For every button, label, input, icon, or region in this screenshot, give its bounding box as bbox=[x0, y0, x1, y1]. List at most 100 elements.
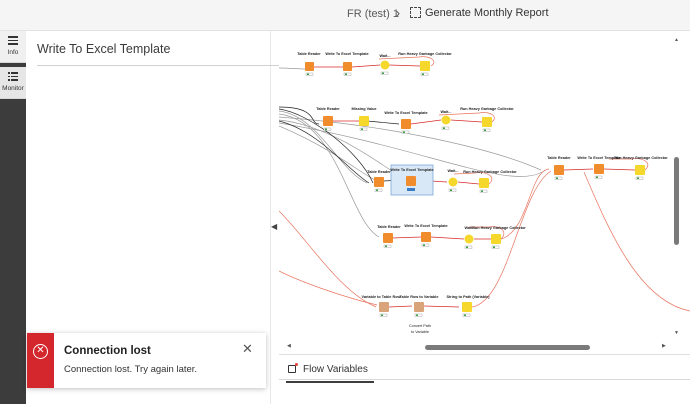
node-table-reader[interactable] bbox=[374, 177, 384, 192]
vertical-scrollbar[interactable] bbox=[674, 157, 679, 245]
node-label: Run Heavy Garbage Collector bbox=[463, 170, 517, 174]
info-icon bbox=[8, 36, 18, 45]
node-table-reader[interactable] bbox=[383, 233, 393, 248]
node-label: Wait... bbox=[464, 226, 476, 230]
node-label: Table Reader bbox=[547, 156, 571, 160]
rail-tab-monitor-label: Monitor bbox=[2, 85, 24, 92]
monitor-icon bbox=[8, 72, 18, 81]
node-run-heavy-garbage-collector[interactable] bbox=[491, 234, 501, 249]
connection bbox=[438, 112, 495, 123]
node-label: Convert Path bbox=[408, 324, 432, 328]
connection bbox=[583, 171, 690, 312]
connection bbox=[457, 181, 480, 185]
left-rail: Info Monitor bbox=[0, 31, 26, 404]
node-label: Write To Excel Template bbox=[384, 111, 428, 115]
flow-variable-icon bbox=[288, 363, 298, 373]
connection bbox=[430, 236, 465, 240]
toast-message: Connection lost. Try again later. bbox=[64, 364, 198, 375]
node-write-to-excel-template[interactable] bbox=[594, 164, 604, 179]
node-wait[interactable] bbox=[464, 234, 474, 249]
connection bbox=[500, 168, 550, 240]
connection bbox=[410, 119, 442, 125]
scroll-left-icon[interactable]: ◀ bbox=[287, 343, 291, 349]
workflow-canvas[interactable]: Table Reader Write To Excel Template Wai… bbox=[279, 31, 690, 354]
connection bbox=[378, 56, 435, 67]
connection bbox=[279, 106, 320, 125]
node-label: Wait... bbox=[379, 54, 391, 58]
connection bbox=[279, 110, 368, 184]
workflow-header: FR (test) 1 › Generate Monthly Report bbox=[0, 0, 690, 31]
node-wait[interactable] bbox=[380, 60, 390, 75]
node-label: Run Heavy Garbage Collector bbox=[614, 156, 668, 160]
node-label: Write To Excel Template bbox=[577, 156, 621, 160]
node-label: Wait... bbox=[440, 110, 452, 114]
bottom-panel: Flow Variables bbox=[279, 354, 690, 404]
rail-tab-info-label: Info bbox=[7, 49, 19, 56]
node-run-heavy-garbage-collector[interactable] bbox=[482, 117, 492, 132]
connection bbox=[471, 170, 552, 308]
node-label: Missing Value bbox=[351, 107, 377, 111]
scroll-up-icon[interactable]: ▲ bbox=[674, 37, 679, 43]
connection bbox=[563, 168, 594, 171]
connection bbox=[388, 64, 421, 67]
connection-lost-toast: ✕ Connection lost Connection lost. Try a… bbox=[27, 333, 266, 388]
node-label: Write To Excel Template bbox=[390, 168, 434, 172]
connection bbox=[279, 113, 380, 238]
connection bbox=[279, 120, 370, 184]
node-label: String to Path (Variable) bbox=[446, 295, 490, 299]
node-run-heavy-garbage-collector[interactable] bbox=[420, 61, 430, 76]
breadcrumb-current: Generate Monthly Report bbox=[425, 7, 549, 19]
node-wait[interactable] bbox=[448, 177, 458, 192]
bottom-divider bbox=[279, 379, 690, 380]
breadcrumb-workflow[interactable]: FR (test) 1 bbox=[347, 8, 399, 20]
connection bbox=[366, 120, 400, 125]
node-table-reader[interactable] bbox=[305, 62, 314, 76]
toast-error-strip: ✕ bbox=[27, 333, 54, 388]
connection bbox=[388, 305, 413, 308]
scroll-right-icon[interactable]: ▶ bbox=[662, 343, 666, 349]
scroll-down-icon[interactable]: ▼ bbox=[674, 330, 679, 336]
connection bbox=[279, 210, 377, 308]
connection bbox=[391, 236, 422, 239]
node-label: Wait... bbox=[447, 169, 459, 173]
toast-title: Connection lost bbox=[64, 345, 151, 357]
connection bbox=[450, 119, 483, 123]
node-label: Table Reader bbox=[316, 107, 340, 111]
breadcrumb-separator: › bbox=[396, 6, 400, 20]
connection bbox=[603, 168, 636, 171]
node-write-to-excel-template[interactable] bbox=[343, 62, 352, 76]
panel-divider bbox=[37, 65, 285, 66]
node-table-reader[interactable] bbox=[323, 116, 333, 131]
collapse-panel-icon[interactable]: ◀ bbox=[271, 222, 278, 231]
component-icon bbox=[410, 7, 421, 18]
node-table-row-to-variable[interactable] bbox=[414, 302, 424, 317]
close-icon[interactable]: ✕ bbox=[242, 341, 253, 356]
node-label: Table Reader bbox=[367, 170, 391, 174]
node-run-heavy-garbage-collector[interactable] bbox=[635, 165, 645, 180]
node-write-to-excel-template-selected[interactable] bbox=[406, 176, 416, 191]
node-label: Run Heavy Garbage Collector bbox=[398, 52, 452, 56]
node-run-heavy-garbage-collector[interactable] bbox=[479, 178, 489, 193]
node-string-to-path-variable[interactable] bbox=[462, 302, 472, 317]
node-label: Run Heavy Garbage Collector bbox=[472, 226, 526, 230]
node-write-to-excel-template[interactable] bbox=[421, 232, 431, 247]
node-label: Table Reader bbox=[297, 52, 321, 56]
connection bbox=[609, 158, 649, 171]
node-label: Write To Excel Template bbox=[404, 224, 448, 228]
node-missing-value[interactable] bbox=[359, 116, 369, 131]
rail-tab-info[interactable]: Info bbox=[0, 31, 26, 63]
workflow-graph bbox=[279, 56, 690, 317]
tab-flow-variables[interactable]: Flow Variables bbox=[286, 361, 374, 383]
node-label: Write To Excel Template bbox=[325, 52, 369, 56]
horizontal-scrollbar[interactable] bbox=[425, 345, 590, 350]
connection bbox=[423, 305, 460, 308]
connection bbox=[279, 67, 306, 70]
node-write-to-excel-template[interactable] bbox=[401, 119, 411, 134]
rail-tab-monitor[interactable]: Monitor bbox=[0, 67, 26, 99]
node-label: Variable to Table Row bbox=[361, 295, 401, 299]
node-variable-to-table-row[interactable] bbox=[379, 302, 389, 317]
node-label: Table Reader bbox=[377, 225, 401, 229]
node-wait[interactable] bbox=[441, 115, 451, 130]
node-table-reader[interactable] bbox=[554, 165, 564, 180]
